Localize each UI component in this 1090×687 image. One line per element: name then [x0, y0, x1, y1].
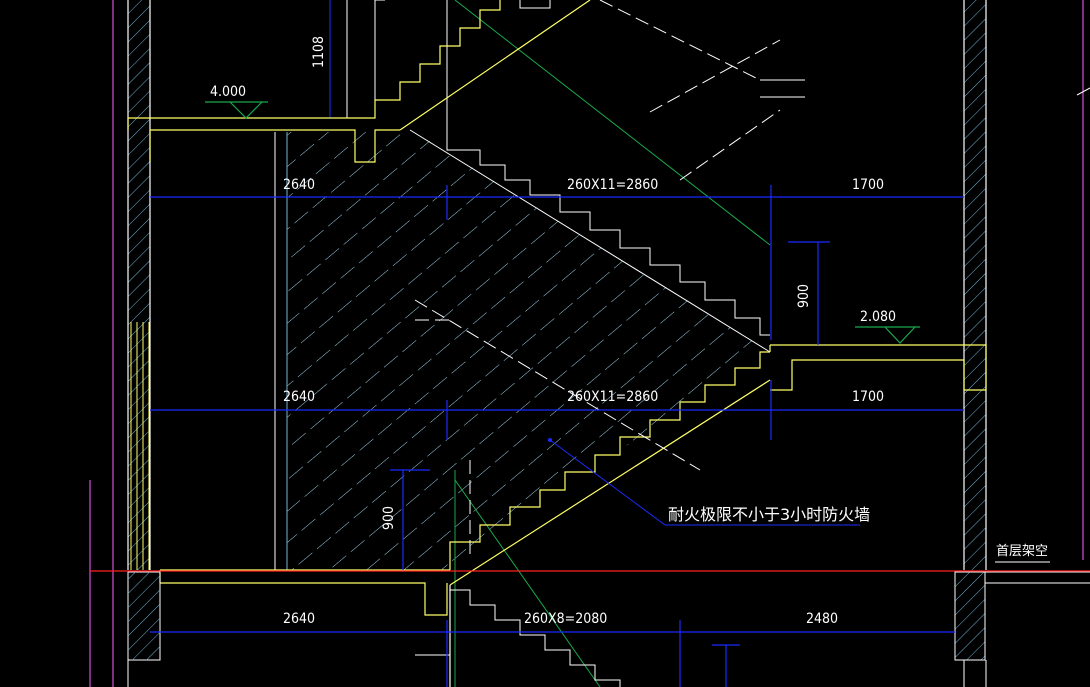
- dim-lower-right: 1700: [852, 389, 884, 405]
- firewall-hatch-region: [274, 132, 770, 570]
- dim-lower-mid: 260X11=2860: [567, 389, 658, 405]
- level-marker-middle: [855, 326, 920, 344]
- dim-upper-left: 2640: [283, 177, 315, 193]
- upper-stair-flight: [127, 0, 591, 163]
- middle-landing: [449, 344, 987, 586]
- upper-stair-edge: [375, 0, 805, 353]
- left-wall: [89, 0, 151, 687]
- ground-floor-slab: [159, 569, 451, 687]
- dimension-lines: [150, 185, 964, 687]
- ground-floor-note: 首层架空: [996, 544, 1048, 559]
- green-guide-lines: [454, 0, 771, 687]
- dim-upper-right: 1700: [852, 177, 884, 193]
- dim-lower-left: 2640: [283, 389, 315, 405]
- bottom-right-foundation: [954, 571, 1090, 687]
- level-upper-label: 4.000: [210, 84, 246, 100]
- dim-bottom-right: 2480: [806, 611, 838, 627]
- right-wall: [963, 0, 1090, 570]
- level-marker-upper: [205, 101, 268, 119]
- firewall-leader: [549, 439, 860, 526]
- dim-vertical-low: 900: [381, 506, 397, 530]
- level-middle-label: 2.080: [860, 309, 896, 325]
- lower-stair-flight: [415, 589, 621, 687]
- bottom-left-foundation: [127, 571, 161, 687]
- dim-vertical-top: 1108: [311, 36, 327, 68]
- dim-upper-mid: 260X11=2860: [567, 177, 658, 193]
- lower-guide-lines: [414, 299, 701, 560]
- dim-vertical-mid: 900: [796, 284, 812, 308]
- firewall-note: 耐火极限不小于3小时防火墙: [668, 505, 870, 524]
- dim-bottom-mid: 260X8=2080: [524, 611, 607, 627]
- dim-bottom-left: 2640: [283, 611, 315, 627]
